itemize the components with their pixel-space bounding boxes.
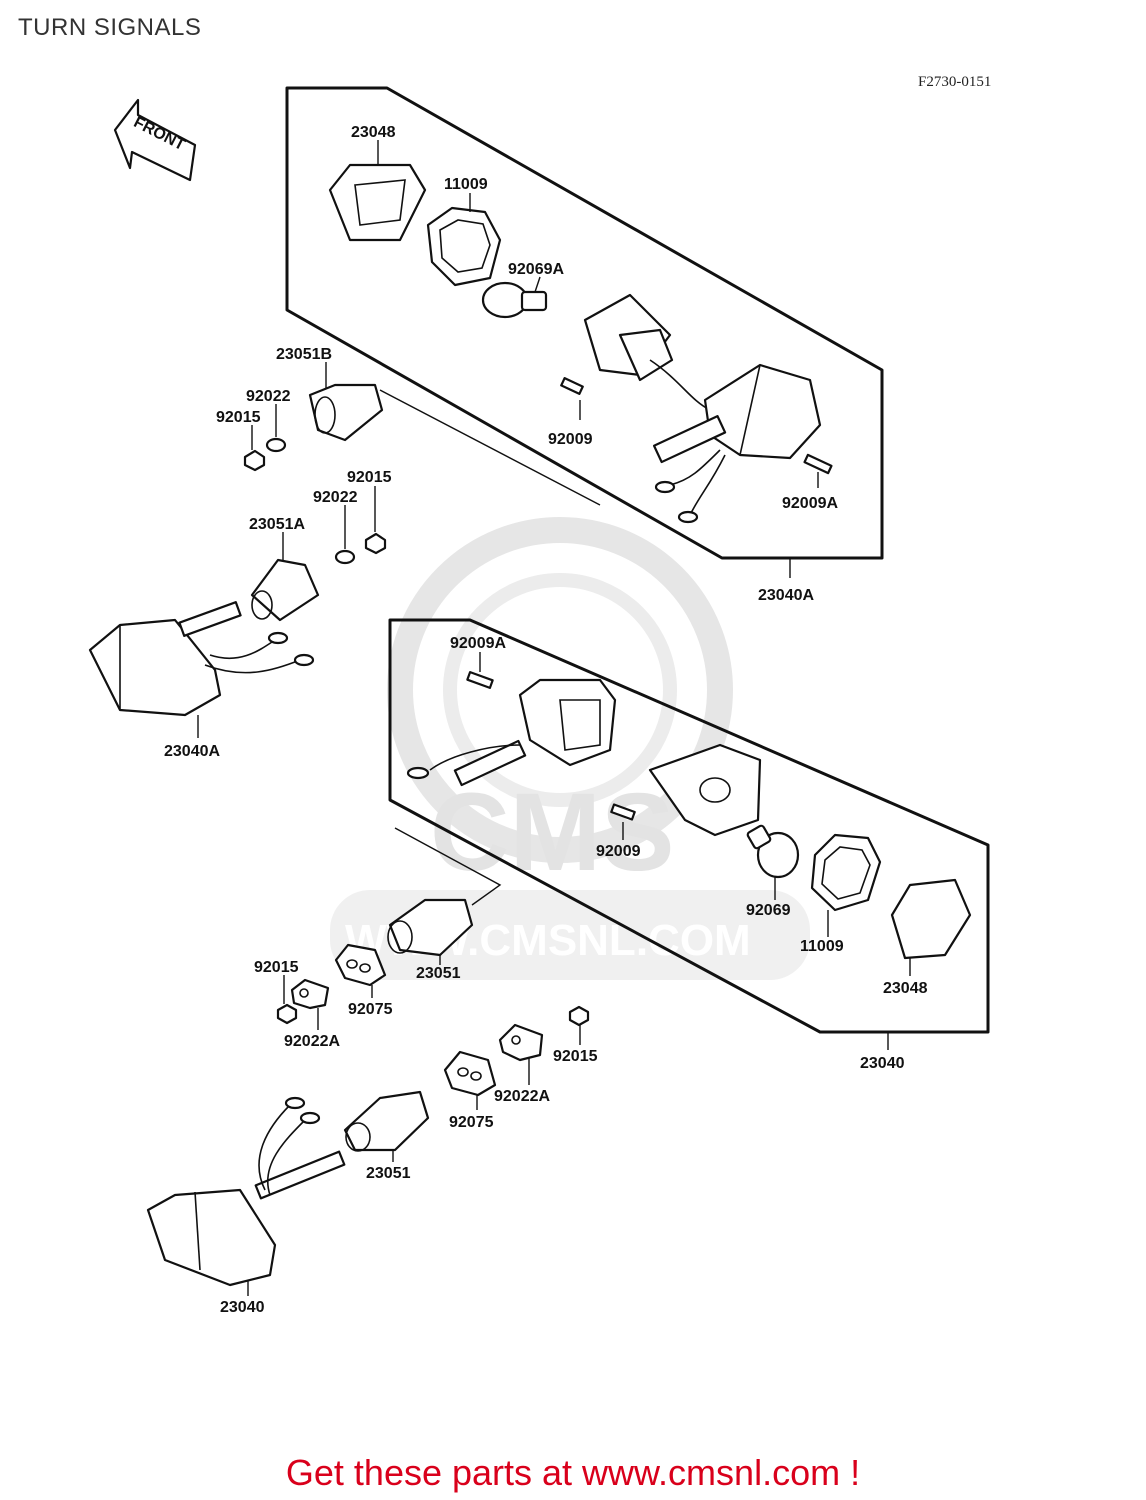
watermark-logo: CMS — [430, 771, 674, 894]
label-92009-low: 92009 — [596, 843, 641, 860]
screw-92009-low — [610, 803, 636, 840]
label-92015-mid: 92015 — [347, 469, 392, 486]
label-92009-top: 92009 — [548, 431, 593, 448]
plate-92022A-a — [290, 978, 330, 1030]
label-92009A-low: 92009A — [450, 635, 506, 652]
label-23051-low: 23051 — [366, 1165, 411, 1182]
holder-23051-low — [343, 1090, 430, 1162]
label-92022-left: 92022 — [246, 388, 291, 405]
label-92022A-b: 92022A — [494, 1088, 550, 1105]
footer-promo-text[interactable]: Get these parts at www.cmsnl.com ! — [285, 1452, 861, 1493]
label-23051B: 23051B — [276, 346, 332, 363]
holder-23051A — [250, 532, 320, 622]
assembly-box-23040A — [285, 86, 884, 560]
label-23051A: 23051A — [249, 516, 305, 533]
assembly-box-23040 — [388, 618, 990, 1034]
label-23048-low: 23048 — [883, 980, 928, 997]
label-92022-mid: 92022 — [313, 489, 358, 506]
bulb-92069A — [481, 276, 548, 319]
lens-23048-top — [328, 140, 427, 242]
part-labels: 23048 11009 92069A 23051B 92022 92015 92… — [164, 124, 928, 1316]
grommet-92075-a — [334, 943, 387, 998]
label-92069A: 92069A — [508, 261, 564, 278]
signal-body-low — [406, 678, 762, 837]
front-arrow: FRONT — [113, 98, 197, 182]
gasket-11009-low — [810, 833, 882, 937]
gasket-11009-top — [426, 193, 502, 287]
label-23040-box: 23040 — [860, 1055, 905, 1072]
screw-92009-top — [560, 377, 584, 420]
nut-92015-mid — [364, 486, 387, 555]
label-11009-low: 11009 — [800, 938, 844, 955]
label-23040-low: 23040 — [220, 1299, 265, 1316]
label-11009-top: 11009 — [444, 176, 488, 193]
screw-92009A-top — [803, 453, 833, 488]
signal-body-top — [583, 293, 822, 524]
plate-92022A-b — [498, 1023, 544, 1085]
label-92015-b: 92015 — [553, 1048, 598, 1065]
figure-code: F2730-0151 — [918, 74, 992, 90]
label-92015-a: 92015 — [254, 959, 299, 976]
label-92009A-top: 92009A — [782, 495, 838, 512]
label-23048-top: 23048 — [351, 124, 396, 141]
holder-23051B — [308, 362, 601, 506]
grommet-92075-b — [443, 1050, 497, 1110]
bulb-92069 — [746, 824, 800, 900]
label-92022A-a: 92022A — [284, 1033, 340, 1050]
label-23040A-left: 23040A — [164, 743, 220, 760]
signal-23040-low — [146, 1096, 346, 1296]
page-title: TURN SIGNALS — [18, 14, 202, 41]
nut-92015-b — [568, 1005, 590, 1045]
holder-23051-mid — [387, 827, 502, 965]
label-92069: 92069 — [746, 902, 791, 919]
label-92075-b: 92075 — [449, 1114, 494, 1131]
nut-92015-left — [243, 425, 266, 472]
label-23040A-box: 23040A — [758, 587, 814, 604]
lens-23048-low — [890, 878, 972, 976]
label-92075-a: 92075 — [348, 1001, 393, 1018]
screw-92009A-low — [466, 652, 494, 689]
washer-92022-mid — [334, 505, 356, 565]
nut-92015-a — [276, 975, 298, 1025]
signal-23040A-left — [88, 601, 315, 738]
washer-92022-left — [265, 404, 287, 453]
label-23051-mid: 23051 — [416, 965, 461, 982]
label-92015-left: 92015 — [216, 409, 261, 426]
